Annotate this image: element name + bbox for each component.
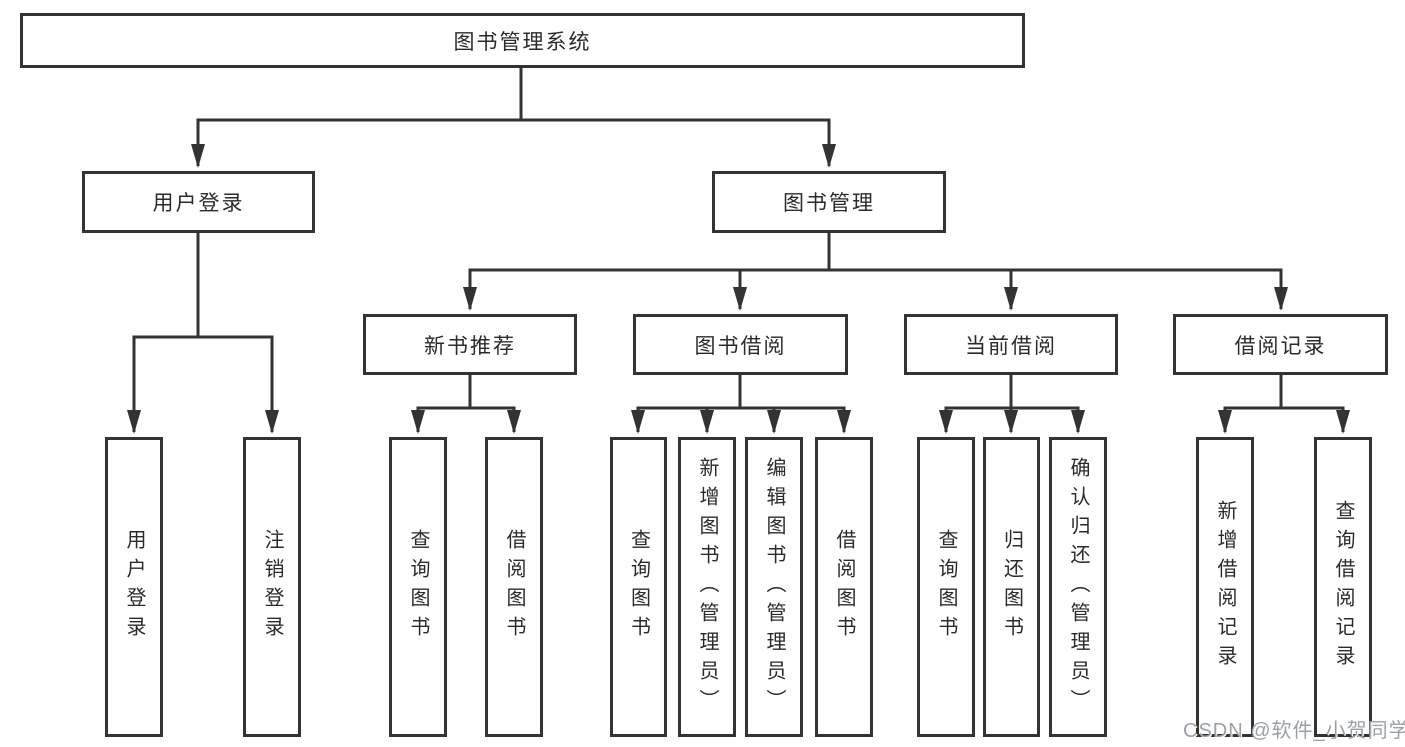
node-book-management: 图书管理 (712, 171, 946, 233)
csdn-watermark: CSDN @软件_小贺同学 (1183, 720, 1405, 742)
leaf-confirm-return-admin-label: 确认归还（管理员） (1067, 456, 1089, 718)
leaf-logout: 注销登录 (243, 437, 301, 737)
leaf-return-book-label: 归还图书 (1000, 529, 1023, 645)
leaf-add-borrow-record: 新增借阅记录 (1196, 437, 1254, 737)
leaf-recommend-borrow-book: 借阅图书 (485, 437, 543, 737)
node-current-borrow: 当前借阅 (904, 314, 1118, 375)
node-root-label: 图书管理系统 (453, 30, 592, 54)
leaf-user-login: 用户登录 (105, 437, 163, 737)
leaf-current-query-book-label: 查询图书 (935, 529, 957, 645)
node-new-book-recommend-label: 新书推荐 (424, 334, 516, 358)
leaf-query-borrow-record-label: 查询借阅记录 (1332, 500, 1354, 674)
leaf-add-book-admin-label: 新增图书（管理员） (696, 456, 718, 718)
node-root: 图书管理系统 (20, 13, 1025, 68)
leaf-recommend-query-book-label: 查询图书 (407, 529, 429, 645)
node-user-login: 用户登录 (82, 171, 315, 233)
leaf-recommend-borrow-book-label: 借阅图书 (503, 529, 525, 645)
node-book-borrow-label: 图书借阅 (694, 334, 787, 358)
leaf-query-borrow-record: 查询借阅记录 (1314, 437, 1372, 737)
leaf-add-book-admin: 新增图书（管理员） (678, 437, 736, 737)
leaf-return-book: 归还图书 (983, 437, 1040, 737)
node-new-book-recommend: 新书推荐 (363, 314, 577, 375)
leaf-edit-book-admin: 编辑图书（管理员） (745, 437, 803, 737)
leaf-user-login-label: 用户登录 (123, 529, 145, 645)
leaf-add-borrow-record-label: 新增借阅记录 (1214, 500, 1236, 674)
leaf-current-query-book: 查询图书 (917, 437, 975, 737)
node-borrow-records-label: 借阅记录 (1234, 334, 1327, 358)
leaf-recommend-query-book: 查询图书 (389, 437, 447, 737)
leaf-borrow-query-book-label: 查询图书 (627, 529, 650, 645)
leaf-borrow-query-book: 查询图书 (610, 437, 667, 737)
node-book-management-label: 图书管理 (783, 192, 875, 215)
leaf-borrow-book: 借阅图书 (815, 437, 873, 737)
leaf-edit-book-admin-label: 编辑图书（管理员） (763, 456, 785, 718)
node-current-borrow-label: 当前借阅 (965, 334, 1057, 358)
node-user-login-label: 用户登录 (152, 192, 245, 215)
leaf-logout-label: 注销登录 (261, 529, 283, 645)
node-borrow-records: 借阅记录 (1173, 314, 1388, 375)
node-book-borrow: 图书借阅 (633, 314, 848, 375)
leaf-borrow-book-label: 借阅图书 (833, 529, 855, 645)
leaf-confirm-return-admin: 确认归还（管理员） (1049, 437, 1107, 737)
